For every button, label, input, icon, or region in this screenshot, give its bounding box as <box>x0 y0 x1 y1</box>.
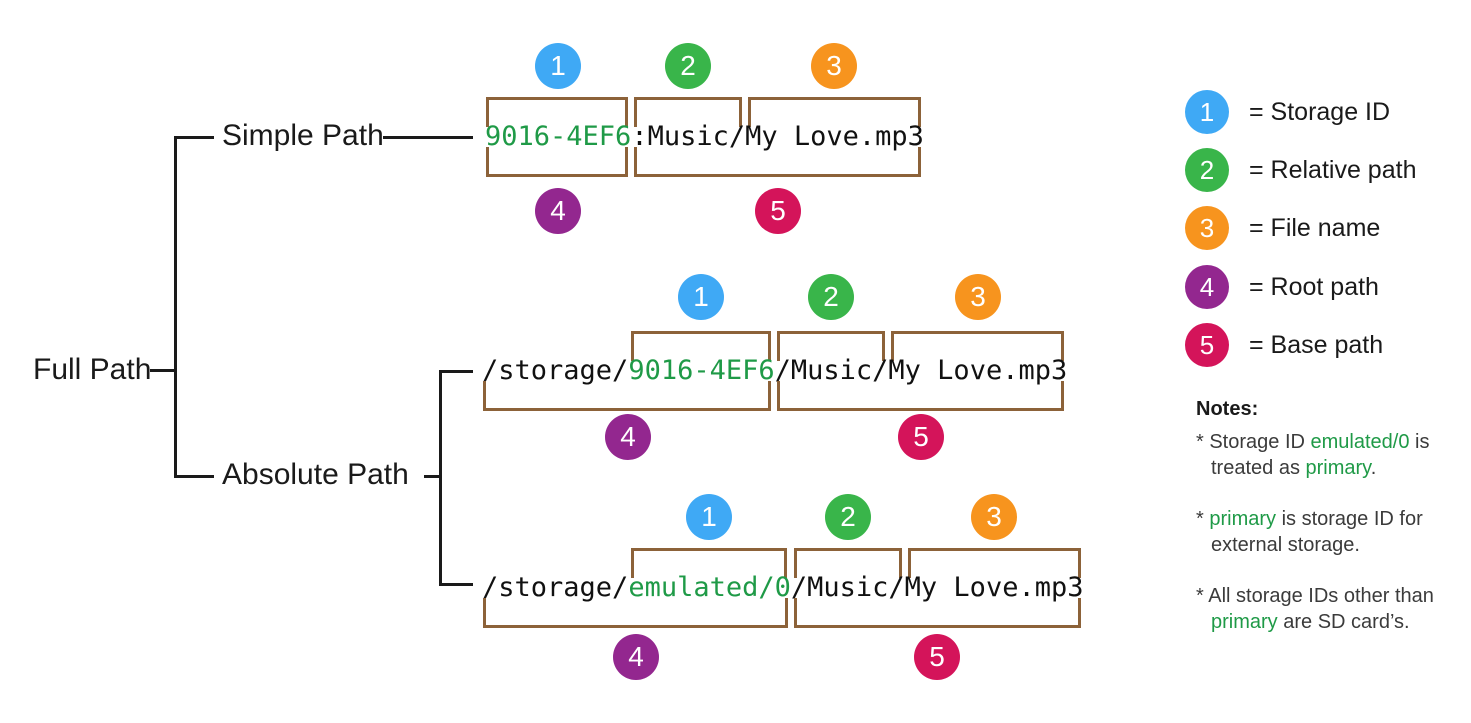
legend-badge-relative-path: 2 <box>1185 148 1229 192</box>
note-item-primary: * primary is storage ID for external sto… <box>1196 506 1460 558</box>
legend-label: = Root path <box>1249 272 1379 301</box>
badge-root-path: 4 <box>613 634 659 680</box>
path-segment: /storage/ <box>482 572 629 603</box>
badge-storage-id: 1 <box>686 494 732 540</box>
bracket-base-path <box>777 381 1064 411</box>
badge-file-name: 3 <box>955 274 1001 320</box>
simple-path-connector-line <box>383 136 473 139</box>
legend-item-storage-id: 1 = Storage ID <box>1185 90 1390 134</box>
badge-file-name: 3 <box>971 494 1017 540</box>
tree2-vertical-line <box>439 370 442 585</box>
note-text-primary: primary <box>1211 611 1278 633</box>
bracket-storage-id <box>631 548 787 578</box>
note-text: * All storage IDs other than <box>1196 585 1434 607</box>
path-segment: /Music/My Love.mp3 <box>790 572 1084 603</box>
legend-label: = Relative path <box>1249 155 1417 184</box>
legend-item-file-name: 3 = File name <box>1185 206 1380 250</box>
bracket-root-path <box>483 598 788 628</box>
path-segment: /Music/My Love.mp3 <box>774 355 1068 386</box>
badge-root-path: 4 <box>535 188 581 234</box>
tree1-vertical-line <box>174 136 177 478</box>
badge-base-path: 5 <box>898 414 944 460</box>
path-segment-storage-id: 9016-4EF6 <box>485 121 632 152</box>
absolute-path-label: Absolute Path <box>222 458 409 491</box>
path-segment-storage-id: emulated/0 <box>628 572 791 603</box>
full-path-label: Full Path <box>33 353 152 386</box>
absolute-branch-stub-line <box>176 475 214 478</box>
legend-badge-file-name: 3 <box>1185 206 1229 250</box>
bracket-base-path <box>634 147 921 177</box>
notes-title: Notes: <box>1196 398 1259 420</box>
badge-root-path: 4 <box>605 414 651 460</box>
legend-badge-base-path: 5 <box>1185 323 1229 367</box>
full-path-stub-line <box>150 369 176 372</box>
badge-storage-id: 1 <box>678 274 724 320</box>
bracket-file-name <box>908 548 1081 578</box>
path-segment-storage-id: 9016-4EF6 <box>628 355 775 386</box>
note-text: . <box>1370 457 1377 479</box>
note-text: are SD card’s. <box>1277 611 1410 633</box>
bracket-relative-path <box>634 97 742 127</box>
note-item-sdcard: * All storage IDs other than primary are… <box>1196 583 1460 635</box>
note-text: is treated as <box>1211 431 1430 479</box>
absolute-path-stub-line <box>424 475 442 478</box>
absolute1-stub-line <box>439 370 473 373</box>
bracket-file-name <box>748 97 921 127</box>
bracket-storage-id <box>486 97 628 127</box>
legend-label: = Storage ID <box>1249 97 1391 126</box>
bracket-storage-id <box>631 331 771 361</box>
bracket-root-path <box>483 381 771 411</box>
bracket-file-name <box>891 331 1064 361</box>
note-text-primary: primary <box>1305 457 1371 479</box>
note-item-emulated: * Storage ID emulated/0 is treated as pr… <box>1196 429 1460 481</box>
legend-badge-storage-id: 1 <box>1185 90 1229 134</box>
simple-path-text: 9016-4EF6:Music/My Love.mp3 <box>485 120 924 154</box>
path-segment: /storage/ <box>482 355 629 386</box>
bracket-relative-path <box>794 548 902 578</box>
badge-relative-path: 2 <box>665 43 711 89</box>
badge-file-name: 3 <box>811 43 857 89</box>
legend-item-root-path: 4 = Root path <box>1185 265 1379 309</box>
absolute2-stub-line <box>439 583 473 586</box>
note-text: * <box>1196 508 1210 530</box>
absolute-path-text-sdcard: /storage/9016-4EF6/Music/My Love.mp3 <box>482 354 1067 388</box>
bracket-root-path <box>486 147 628 177</box>
notes-section: Notes: * Storage ID emulated/0 is treate… <box>1196 398 1460 660</box>
simple-branch-stub-line <box>176 136 214 139</box>
note-text-primary: primary <box>1209 508 1277 530</box>
badge-storage-id: 1 <box>535 43 581 89</box>
simple-path-label: Simple Path <box>222 119 384 152</box>
legend-label: = File name <box>1249 213 1381 242</box>
badge-relative-path: 2 <box>825 494 871 540</box>
legend-item-relative-path: 2 = Relative path <box>1185 148 1416 192</box>
note-text: is storage ID for external storage. <box>1211 508 1423 556</box>
badge-base-path: 5 <box>914 634 960 680</box>
absolute-path-text-emulated: /storage/emulated/0/Music/My Love.mp3 <box>482 571 1083 605</box>
note-text: * Storage ID <box>1196 431 1311 453</box>
note-text-emulated-0: emulated/0 <box>1310 431 1410 453</box>
legend-badge-root-path: 4 <box>1185 265 1229 309</box>
path-segment: :Music/My Love.mp3 <box>631 121 924 152</box>
bracket-relative-path <box>777 331 885 361</box>
bracket-base-path <box>794 598 1081 628</box>
legend-label: = Base path <box>1249 330 1384 359</box>
legend-item-base-path: 5 = Base path <box>1185 323 1383 367</box>
badge-relative-path: 2 <box>808 274 854 320</box>
badge-base-path: 5 <box>755 188 801 234</box>
